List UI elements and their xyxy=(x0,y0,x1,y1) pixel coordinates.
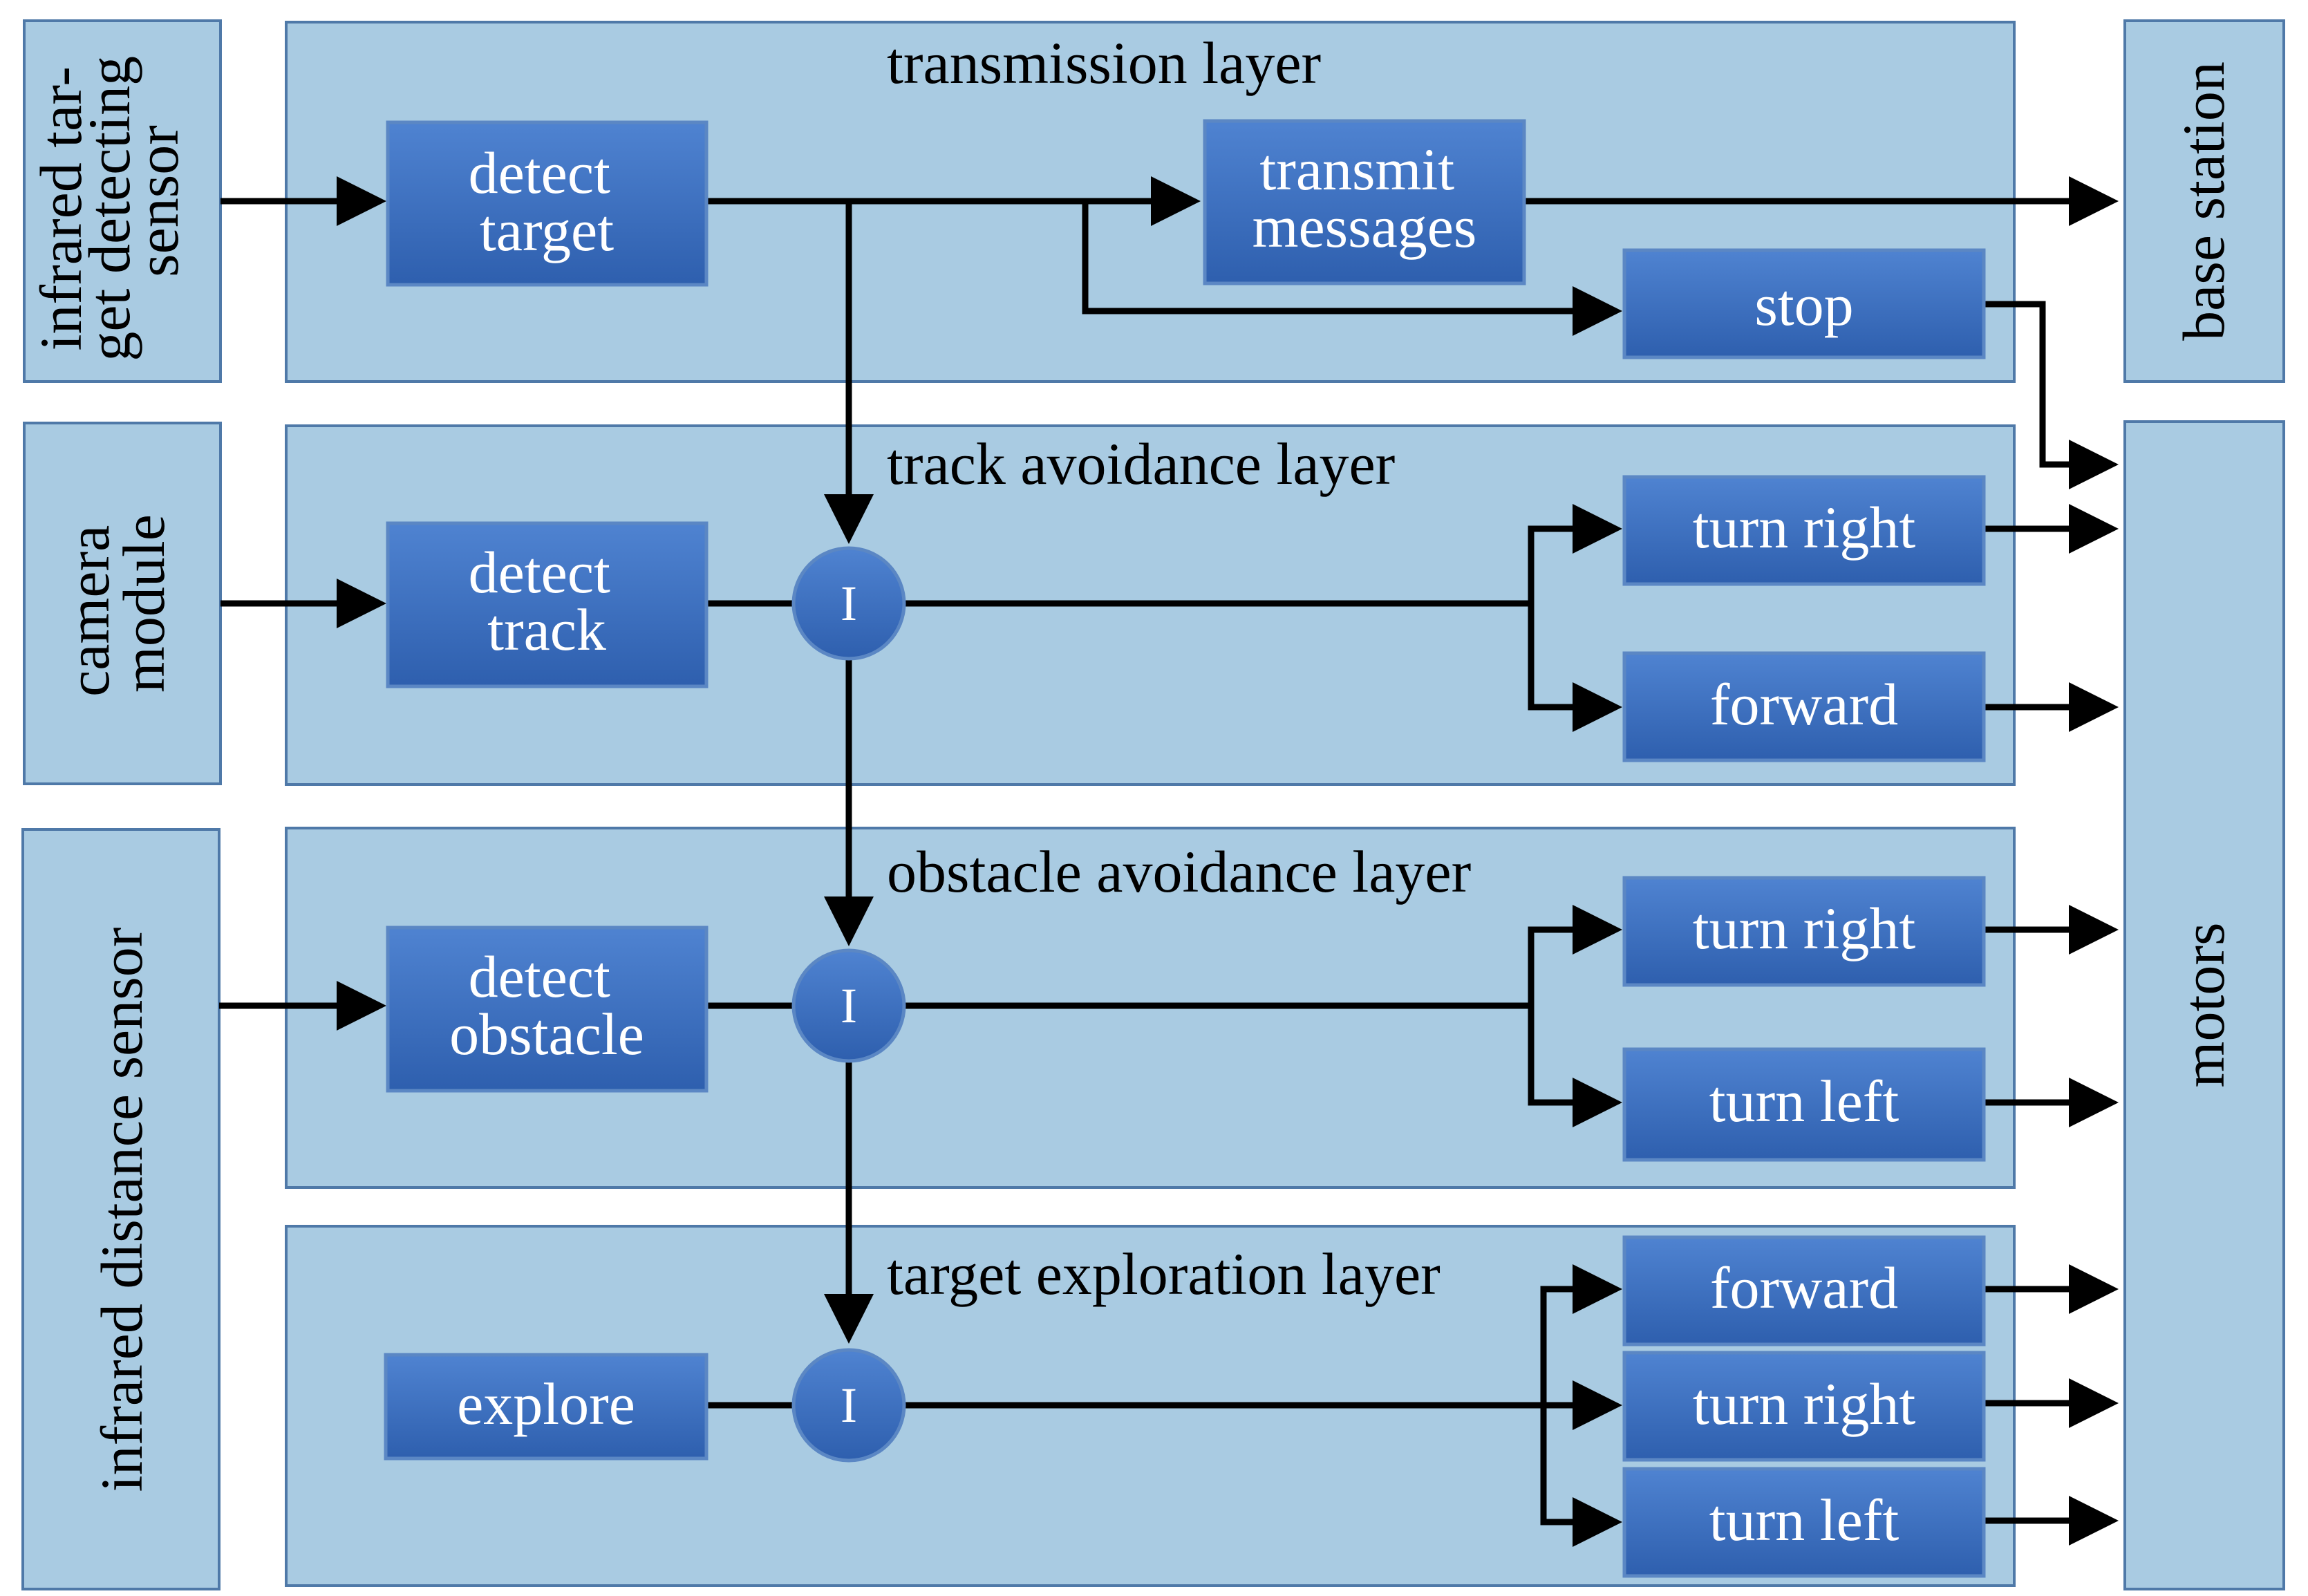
svg-text:detect target: detect target xyxy=(469,140,626,263)
detect-target-line-1: detect xyxy=(469,140,610,206)
infrared-distance-sensor-label: infrared distance sensor xyxy=(88,928,155,1492)
base-station-panel xyxy=(2123,19,2285,383)
obstacle-turn-right-label: turn right xyxy=(1693,895,1916,961)
infrared-target-sensor-line-2: get detecting xyxy=(76,56,142,362)
detect-track-line-2: track xyxy=(487,597,606,663)
track-forward-label: forward xyxy=(1710,671,1898,738)
detect-target-box: detect target xyxy=(386,120,709,287)
infrared-target-sensor-line-1: infrared tar- xyxy=(28,66,94,350)
arrow-exploration-to-turn-left xyxy=(1540,1405,1622,1547)
explore-box: explore xyxy=(384,1353,709,1461)
track-turn-right-box: turn right xyxy=(1622,475,1986,586)
obstacle-turn-right-box: turn right xyxy=(1622,876,1986,987)
detect-track-line-1: detect xyxy=(469,539,610,605)
detect-obstacle-line-1: detect xyxy=(469,943,610,1010)
motors-label: motors xyxy=(2170,923,2237,1088)
target-exploration-layer-title: target exploration layer xyxy=(887,1241,1441,1307)
arrow-stop-to-motors xyxy=(1984,301,2119,489)
obstacle-inhibitor-node: I xyxy=(791,948,906,1063)
track-turn-right-label: turn right xyxy=(1693,494,1916,561)
detect-target-line-2: target xyxy=(480,197,614,263)
svg-text:transmit messages: transmit messages xyxy=(1252,136,1477,260)
track-inhibitor-label: I xyxy=(841,576,857,631)
svg-text:detect track: detect track xyxy=(469,539,626,663)
arrow-track-to-forward xyxy=(1528,603,1622,732)
arrow-detect-target-to-stop xyxy=(1082,201,1622,336)
camera-module-label: camera module xyxy=(55,510,177,697)
infrared-distance-sensor-line-1: infrared distance sensor xyxy=(88,928,155,1492)
detect-track-box: detect track xyxy=(386,521,709,688)
exploration-forward-label: forward xyxy=(1710,1255,1898,1321)
motors-panel xyxy=(2123,420,2285,1590)
camera-module-line-1: camera xyxy=(55,525,122,697)
camera-module-line-2: module xyxy=(111,514,177,693)
exploration-inhibitor-node: I xyxy=(791,1348,906,1463)
explore-label: explore xyxy=(457,1371,635,1437)
exploration-forward-box: forward xyxy=(1622,1235,1986,1346)
exploration-turn-right-box: turn right xyxy=(1622,1351,1986,1462)
infrared-target-sensor-panel xyxy=(23,19,222,383)
infrared-target-sensor-label: infrared tar- get detecting sensor xyxy=(28,41,191,361)
detect-obstacle-box: detect obstacle xyxy=(386,926,709,1093)
obstacle-inhibitor-label: I xyxy=(841,978,857,1033)
arrow-track-to-turn-right xyxy=(1528,504,1622,603)
infrared-target-sensor-line-3: sensor xyxy=(124,125,191,277)
connections xyxy=(219,176,2119,1547)
base-station-label: base station xyxy=(2170,62,2237,341)
camera-module-panel xyxy=(23,422,222,785)
exploration-turn-left-box: turn left xyxy=(1622,1467,1986,1578)
transmit-messages-line-1: transmit xyxy=(1259,136,1454,203)
arrow-exploration-to-forward xyxy=(1540,1264,1622,1405)
track-forward-box: forward xyxy=(1622,651,1986,762)
exploration-turn-left-label: turn left xyxy=(1709,1487,1899,1553)
transmission-layer-title: transmission layer xyxy=(887,30,1321,96)
arrow-obstacle-to-turn-right xyxy=(1528,905,1622,1006)
transmit-messages-line-2: messages xyxy=(1252,194,1477,260)
stop-box: stop xyxy=(1622,248,1986,359)
transmit-messages-box: transmit messages xyxy=(1203,119,1526,285)
stop-label: stop xyxy=(1754,272,1853,338)
obstacle-turn-left-box: turn left xyxy=(1622,1047,1986,1162)
exploration-inhibitor-label: I xyxy=(841,1378,857,1433)
track-inhibitor-node: I xyxy=(791,546,906,661)
obstacle-avoidance-layer-title: obstacle avoidance layer xyxy=(887,838,1471,905)
svg-text:detect obstacle: detect obstacle xyxy=(449,943,644,1067)
obstacle-turn-left-label: turn left xyxy=(1709,1068,1899,1134)
detect-obstacle-line-2: obstacle xyxy=(449,1001,644,1067)
arrow-obstacle-to-turn-left xyxy=(1528,1006,1622,1127)
infrared-distance-sensor-panel xyxy=(21,828,221,1590)
exploration-turn-right-label: turn right xyxy=(1693,1371,1916,1437)
track-avoidance-layer-title: track avoidance layer xyxy=(887,431,1395,497)
